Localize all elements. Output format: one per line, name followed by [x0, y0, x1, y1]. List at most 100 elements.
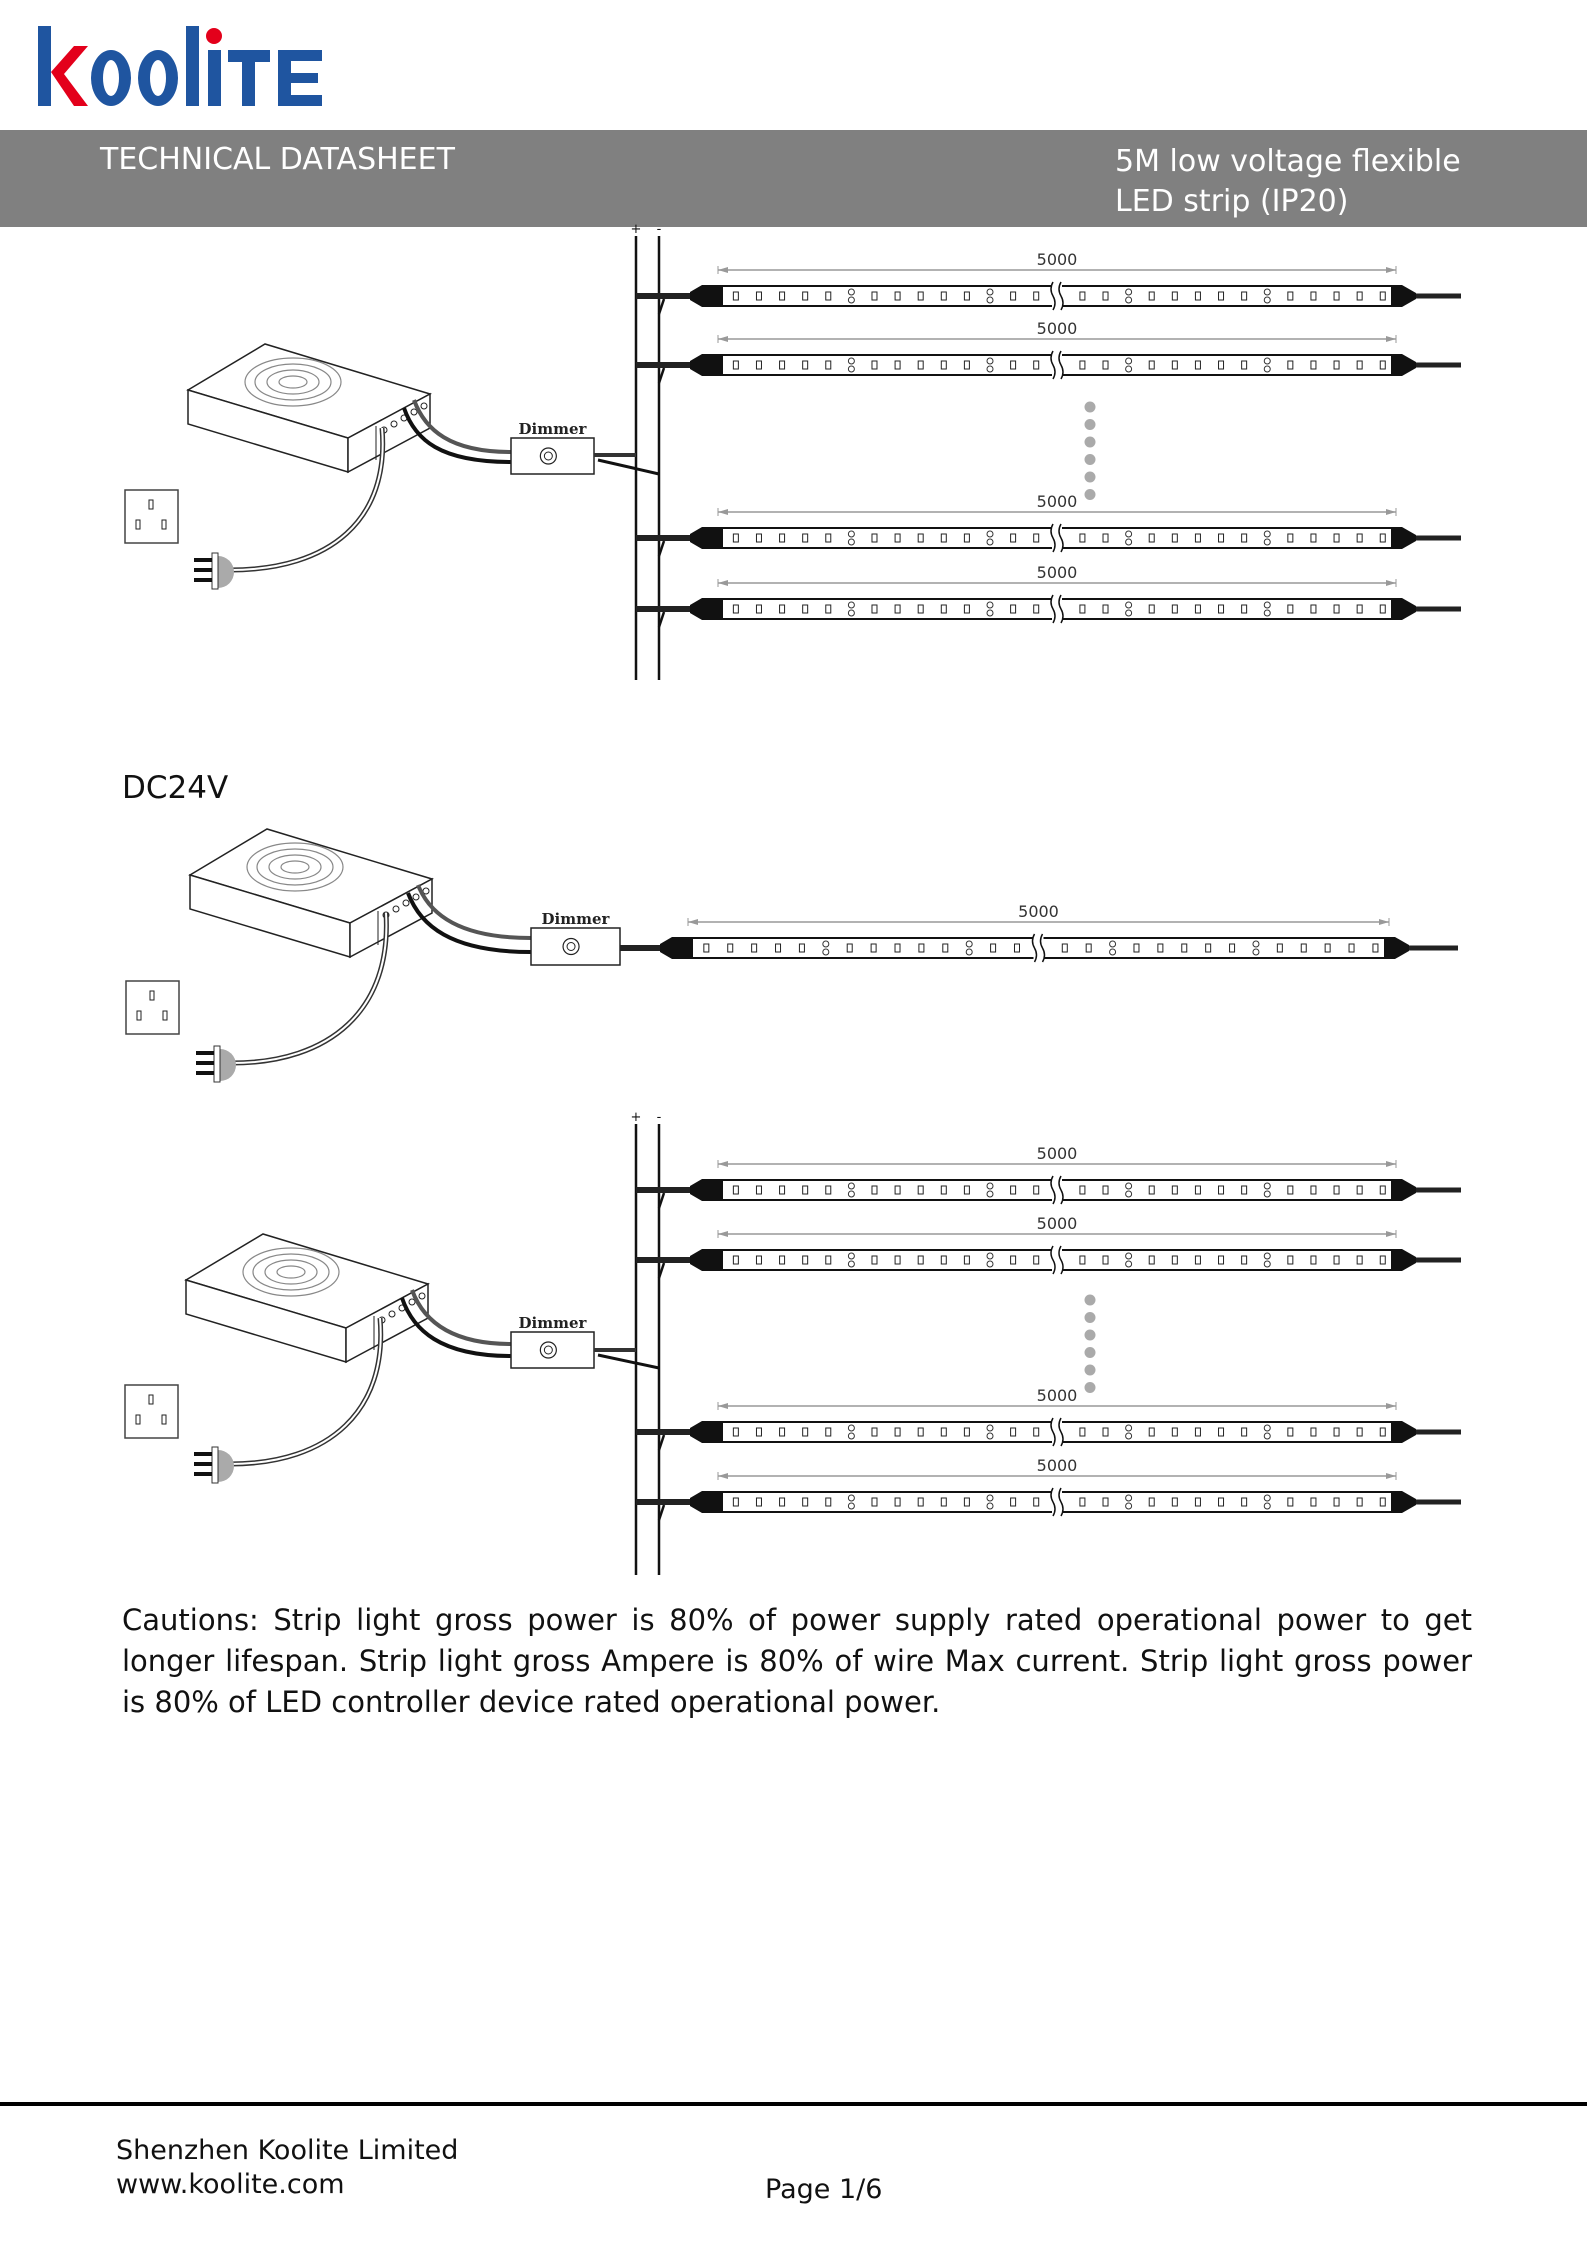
- dimmer-output-wire: [597, 1353, 660, 1370]
- resistor-mark: [1109, 940, 1117, 948]
- resistor-mark: [1109, 948, 1117, 956]
- led-strip: 5000: [620, 902, 1458, 963]
- psu-label-ring: [256, 848, 334, 886]
- dimension-arrow: [718, 580, 728, 586]
- strip-length-label: 5000: [1037, 1214, 1078, 1233]
- dimmer-label: Dimmer: [519, 1314, 588, 1332]
- dimension-arrow: [1386, 509, 1396, 515]
- resistor-mark: [1263, 1190, 1271, 1198]
- resistor-mark: [1252, 940, 1260, 948]
- led-chip: [1010, 604, 1017, 614]
- continuation-dot: [1084, 401, 1096, 413]
- resistor-mark: [1263, 1494, 1271, 1502]
- psu-label-ring: [266, 369, 320, 395]
- dimmer-output-wire: [597, 458, 660, 476]
- power-supply: [188, 828, 434, 959]
- strip-end-cap: [690, 1491, 722, 1513]
- strip-end-cap: [690, 354, 722, 376]
- led-chip: [1356, 291, 1363, 301]
- led-chip: [1102, 291, 1109, 301]
- psu-terminal: [418, 1292, 426, 1300]
- led-chip: [871, 1497, 878, 1507]
- led-strip: 5000: [636, 1214, 1461, 1279]
- continuation-dot: [1084, 471, 1096, 483]
- dimmer-module: Dimmer: [510, 420, 595, 475]
- dimension-arrow: [1379, 919, 1389, 925]
- strip-end-cap: [660, 937, 692, 959]
- break-mark: [1058, 523, 1064, 553]
- led-strip: 5000: [636, 319, 1461, 384]
- doc-type: TECHNICAL DATASHEET: [100, 142, 455, 177]
- led-chip: [1300, 943, 1307, 953]
- led-chip: [1218, 604, 1225, 614]
- break-mark: [1050, 1417, 1056, 1447]
- led-chip: [755, 1427, 762, 1437]
- led-chip: [775, 943, 782, 953]
- dimension-arrow: [1386, 1473, 1396, 1479]
- company-website[interactable]: www.koolite.com: [116, 2169, 345, 2200]
- section-label-dc24v: DC24V: [122, 770, 229, 806]
- strip-length-label: 5000: [1037, 250, 1078, 269]
- led-chip: [1379, 1427, 1386, 1437]
- led-chip: [1348, 943, 1355, 953]
- break-mark: [1058, 350, 1064, 380]
- led-chip: [1010, 360, 1017, 370]
- psu-label-ring: [242, 1247, 340, 1297]
- led-chip: [1333, 1185, 1340, 1195]
- break-gap: [1052, 1176, 1062, 1204]
- led-chip: [871, 1185, 878, 1195]
- led-chip: [917, 291, 924, 301]
- led-chip: [1333, 1497, 1340, 1507]
- led-chip: [940, 1185, 947, 1195]
- led-chip: [779, 1427, 786, 1437]
- led-chip: [1310, 1427, 1317, 1437]
- resistor-mark: [847, 538, 855, 546]
- dimension-arrow: [718, 1473, 728, 1479]
- psu-label-ring: [268, 854, 322, 880]
- led-chip: [1333, 533, 1340, 543]
- led-chip: [825, 604, 832, 614]
- led-chip: [1171, 360, 1178, 370]
- led-chip: [779, 1497, 786, 1507]
- led-chip: [798, 943, 805, 953]
- dimension-arrow: [1386, 267, 1396, 273]
- bus-plus-label: +: [631, 1110, 642, 1125]
- led-strip: 5000: [636, 563, 1461, 628]
- continuation-dot: [1084, 454, 1096, 465]
- led-chip: [940, 1427, 947, 1437]
- led-chip: [1010, 1427, 1017, 1437]
- power-supply: [184, 1233, 430, 1364]
- led-chip: [1010, 1497, 1017, 1507]
- led-chip: [1148, 604, 1155, 614]
- led-chip: [1102, 1185, 1109, 1195]
- break-mark: [1058, 594, 1064, 624]
- break-mark: [1050, 281, 1056, 311]
- led-chip: [1241, 1255, 1248, 1265]
- led-chip: [1171, 1427, 1178, 1437]
- led-chip: [1194, 360, 1201, 370]
- dimmer-knob-icon: [539, 447, 557, 465]
- led-chip: [1379, 1255, 1386, 1265]
- psu-label-ring: [252, 1253, 330, 1291]
- resistor-mark: [1125, 365, 1133, 373]
- led-chip: [1079, 604, 1086, 614]
- led-chip: [1033, 1185, 1040, 1195]
- led-chip: [963, 1255, 970, 1265]
- break-gap: [1052, 524, 1062, 552]
- led-chip: [1356, 533, 1363, 543]
- strip-negative-wire: [657, 1434, 666, 1451]
- led-chip: [963, 291, 970, 301]
- led-chip: [1148, 533, 1155, 543]
- dimmer-knob-icon: [543, 1345, 553, 1355]
- continuation-dot: [1084, 1347, 1096, 1358]
- resistor-mark: [986, 609, 994, 617]
- resistor-mark: [986, 296, 994, 304]
- led-chip: [917, 1427, 924, 1437]
- dimmer-module: Dimmer: [510, 1314, 595, 1369]
- strip-end-cap: [1392, 1421, 1416, 1443]
- led-chip: [1241, 291, 1248, 301]
- led-chip: [1148, 1427, 1155, 1437]
- dimmer-knob-icon: [539, 1341, 557, 1359]
- led-chip: [1079, 1427, 1086, 1437]
